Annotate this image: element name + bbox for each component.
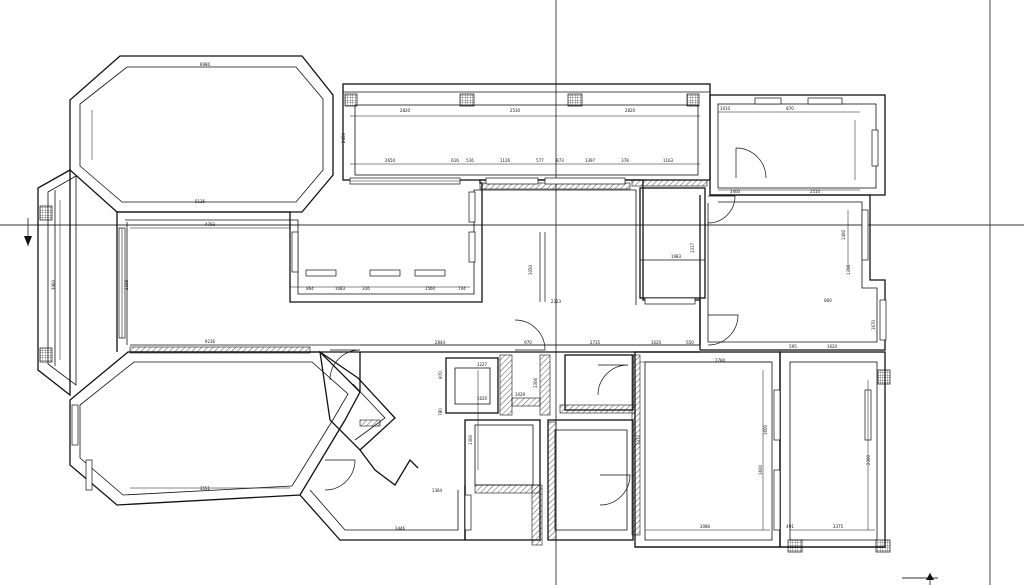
dimension-label: 577 — [536, 158, 544, 163]
dimension-label: 1983 — [671, 254, 682, 259]
dimension-label: 4793 — [205, 222, 216, 227]
structural-pillars — [39, 93, 891, 553]
dimension-label: 6980 — [200, 62, 211, 67]
dimension-label: 864 — [306, 286, 314, 291]
dimension-label: 2510 — [810, 189, 821, 194]
dimension-label: 2844 — [435, 340, 446, 345]
dimension-label: 1306 — [533, 377, 538, 388]
dimension-label: 1029 — [515, 392, 526, 397]
dimension-label: 1600 — [758, 464, 763, 475]
dimension-label: 2300 — [866, 454, 871, 465]
dimension-label: 491 — [786, 524, 794, 529]
dimension-label: 516 — [466, 158, 474, 163]
dimension-label: 800 — [824, 298, 832, 303]
hatched-wall-sections — [129, 179, 708, 546]
dimension-label: 1560 — [425, 286, 436, 291]
dimension-label: 1010 — [720, 106, 731, 111]
windows — [71, 97, 887, 531]
dimension-label: 2735 — [590, 340, 601, 345]
dimension-label: 378 — [621, 158, 629, 163]
dimension-label: 1670 — [871, 319, 876, 330]
living-room — [116, 179, 701, 353]
dimension-label: 3446 — [395, 526, 406, 531]
dimension-label: 780 — [438, 408, 443, 416]
dimension-label: 1620 — [477, 396, 488, 401]
dimension-label: 2780 — [715, 358, 726, 363]
dimension-label: 1316 — [846, 264, 851, 275]
dimension-label: 3960 — [51, 279, 56, 290]
dimension-label: 1400 — [841, 229, 846, 240]
dimension-label: 1364 — [432, 488, 443, 493]
dimension-label: 9236 — [205, 339, 216, 344]
dimension-label: 650 — [686, 340, 694, 345]
dimension-label: 1050 — [528, 264, 533, 275]
angled-bay-wall — [319, 350, 419, 486]
dimension-lines — [59, 110, 875, 531]
dimension-label: 2820 — [625, 108, 636, 113]
section-arrow — [926, 573, 934, 580]
lower-octagon-room — [69, 351, 361, 506]
dimension-label: 2820 — [400, 108, 411, 113]
dimension-label: 1083 — [335, 286, 346, 291]
dimension-label: 1397 — [585, 158, 596, 163]
upper-octagon-room — [69, 55, 334, 213]
dimension-label: 2650 — [385, 158, 396, 163]
dimension-label: 2323 — [551, 299, 562, 304]
dimension-label: 873 — [556, 158, 564, 163]
dimension-label: 1317 — [690, 242, 695, 253]
dimension-label: 1317 — [636, 434, 641, 445]
dimension-label: 316 — [362, 286, 370, 291]
dimension-label: 1126 — [500, 158, 511, 163]
lower-middle-rooms — [299, 352, 634, 541]
dimension-label: 870 — [786, 106, 794, 111]
dimension-label: 1600 — [763, 424, 768, 435]
dimension-label: 3086 — [700, 524, 711, 529]
top-corridor — [342, 83, 711, 181]
dimension-label: 2450 — [341, 132, 346, 143]
dimension-label: 870 — [438, 371, 443, 379]
dimension-label: 2328 — [124, 279, 129, 290]
dimension-label: 1163 — [663, 158, 674, 163]
dimension-label: 1620 — [827, 344, 838, 349]
dimension-label: 1300 — [468, 434, 473, 445]
doors — [324, 147, 767, 506]
section-arrow — [24, 236, 32, 246]
dimension-label: 1227 — [477, 362, 488, 367]
dimension-label: 616 — [451, 158, 459, 163]
dimension-label: 970 — [524, 340, 532, 345]
dimension-label: 595 — [789, 344, 797, 349]
dimension-label: 1620 — [651, 340, 662, 345]
dimension-label: 3400 — [730, 189, 741, 194]
dimension-label: 5136 — [195, 199, 206, 204]
dimension-label: 744 — [458, 286, 466, 291]
lower-right-rooms — [634, 351, 886, 548]
dimension-labels: 6980 5136 2820 2530 2820 1010 870 2450 2650 616 51… — [51, 62, 876, 531]
dimension-label: 3375 — [833, 524, 844, 529]
left-window-column — [37, 168, 77, 397]
dimension-label: 3551 — [200, 486, 211, 491]
dimension-label: 2530 — [510, 108, 521, 113]
